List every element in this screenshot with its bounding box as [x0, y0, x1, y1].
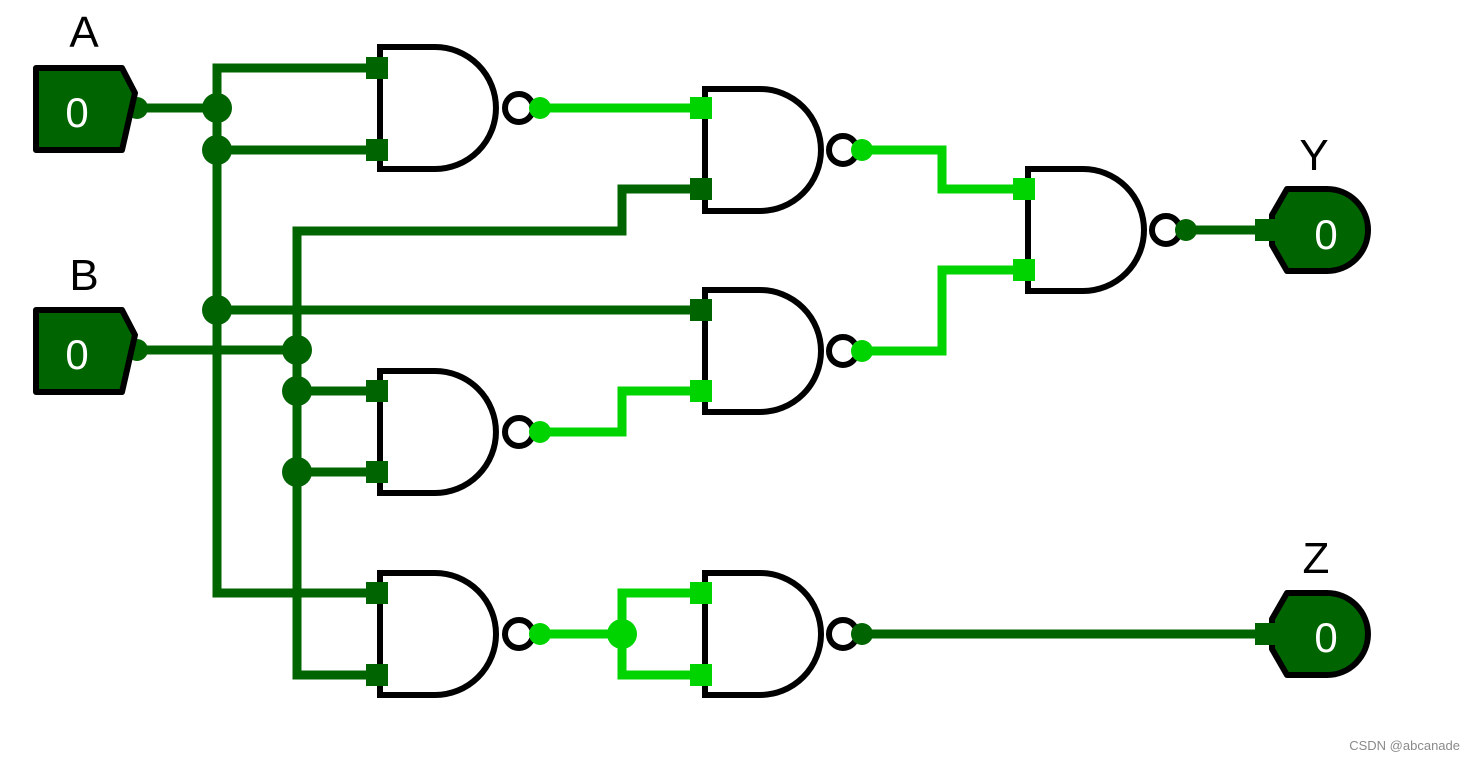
output-y-pin	[1255, 219, 1277, 241]
input-pin	[690, 380, 712, 402]
output-z-pin	[1255, 623, 1277, 645]
input-pin	[1013, 178, 1035, 200]
nand-gate-g2[interactable]	[690, 86, 873, 214]
input-a[interactable]: A 0	[33, 8, 138, 153]
output-y-label: Y	[1299, 131, 1328, 180]
output-pin	[529, 97, 551, 119]
input-b[interactable]: B 0	[33, 251, 138, 395]
input-a-value: 0	[65, 89, 88, 136]
wire-g3-to-g4	[535, 386, 695, 437]
wire-b-vertical	[292, 226, 375, 680]
output-pin	[851, 623, 873, 645]
output-y-box	[1269, 186, 1371, 274]
output-pin	[851, 139, 873, 161]
wire-b-to-g2	[292, 184, 695, 236]
output-z-label: Z	[1303, 534, 1330, 583]
output-z-box	[1269, 590, 1371, 678]
junction-dot	[202, 295, 232, 325]
output-pin	[1175, 219, 1197, 241]
wire-a-trunk	[212, 63, 375, 155]
junction-dot	[282, 457, 312, 487]
input-pin	[690, 97, 712, 119]
input-pin	[366, 139, 388, 161]
output-pin	[529, 421, 551, 443]
output-pin	[851, 340, 873, 362]
input-pin	[366, 582, 388, 604]
nand-gate-g4[interactable]	[690, 287, 873, 415]
wire-g4-to-g7	[857, 265, 1020, 356]
wire-g2-to-g7	[857, 145, 1020, 194]
junction-dot	[607, 619, 637, 649]
junction-dot	[202, 135, 232, 165]
output-y: Y 0	[1255, 131, 1371, 274]
output-y-value: 0	[1314, 211, 1337, 258]
nand-gate-g3[interactable]	[366, 368, 551, 496]
input-pin	[690, 178, 712, 200]
input-a-label: A	[69, 8, 99, 57]
input-pin	[690, 582, 712, 604]
watermark: CSDN @abcanade	[1349, 738, 1460, 753]
nand-gate-g1[interactable]	[366, 44, 551, 172]
input-pin	[366, 461, 388, 483]
input-pin	[690, 299, 712, 321]
output-z: Z 0	[1255, 534, 1371, 678]
nand-gate-g6[interactable]	[690, 570, 873, 698]
output-z-value: 0	[1314, 614, 1337, 661]
nand-gate-g5[interactable]	[366, 570, 551, 698]
junction-dot	[282, 335, 312, 365]
junction-dot	[202, 93, 232, 123]
input-pin	[690, 664, 712, 686]
input-pin	[366, 664, 388, 686]
input-pin	[366, 57, 388, 79]
input-a-box[interactable]	[33, 65, 138, 153]
input-pin	[366, 380, 388, 402]
output-pin	[529, 623, 551, 645]
junctions	[126, 93, 637, 649]
input-pin	[1013, 259, 1035, 281]
nand-gate-g7[interactable]	[1013, 166, 1197, 294]
input-b-value: 0	[65, 331, 88, 378]
input-b-label: B	[69, 251, 98, 300]
input-b-box[interactable]	[33, 307, 138, 395]
junction-dot	[282, 376, 312, 406]
